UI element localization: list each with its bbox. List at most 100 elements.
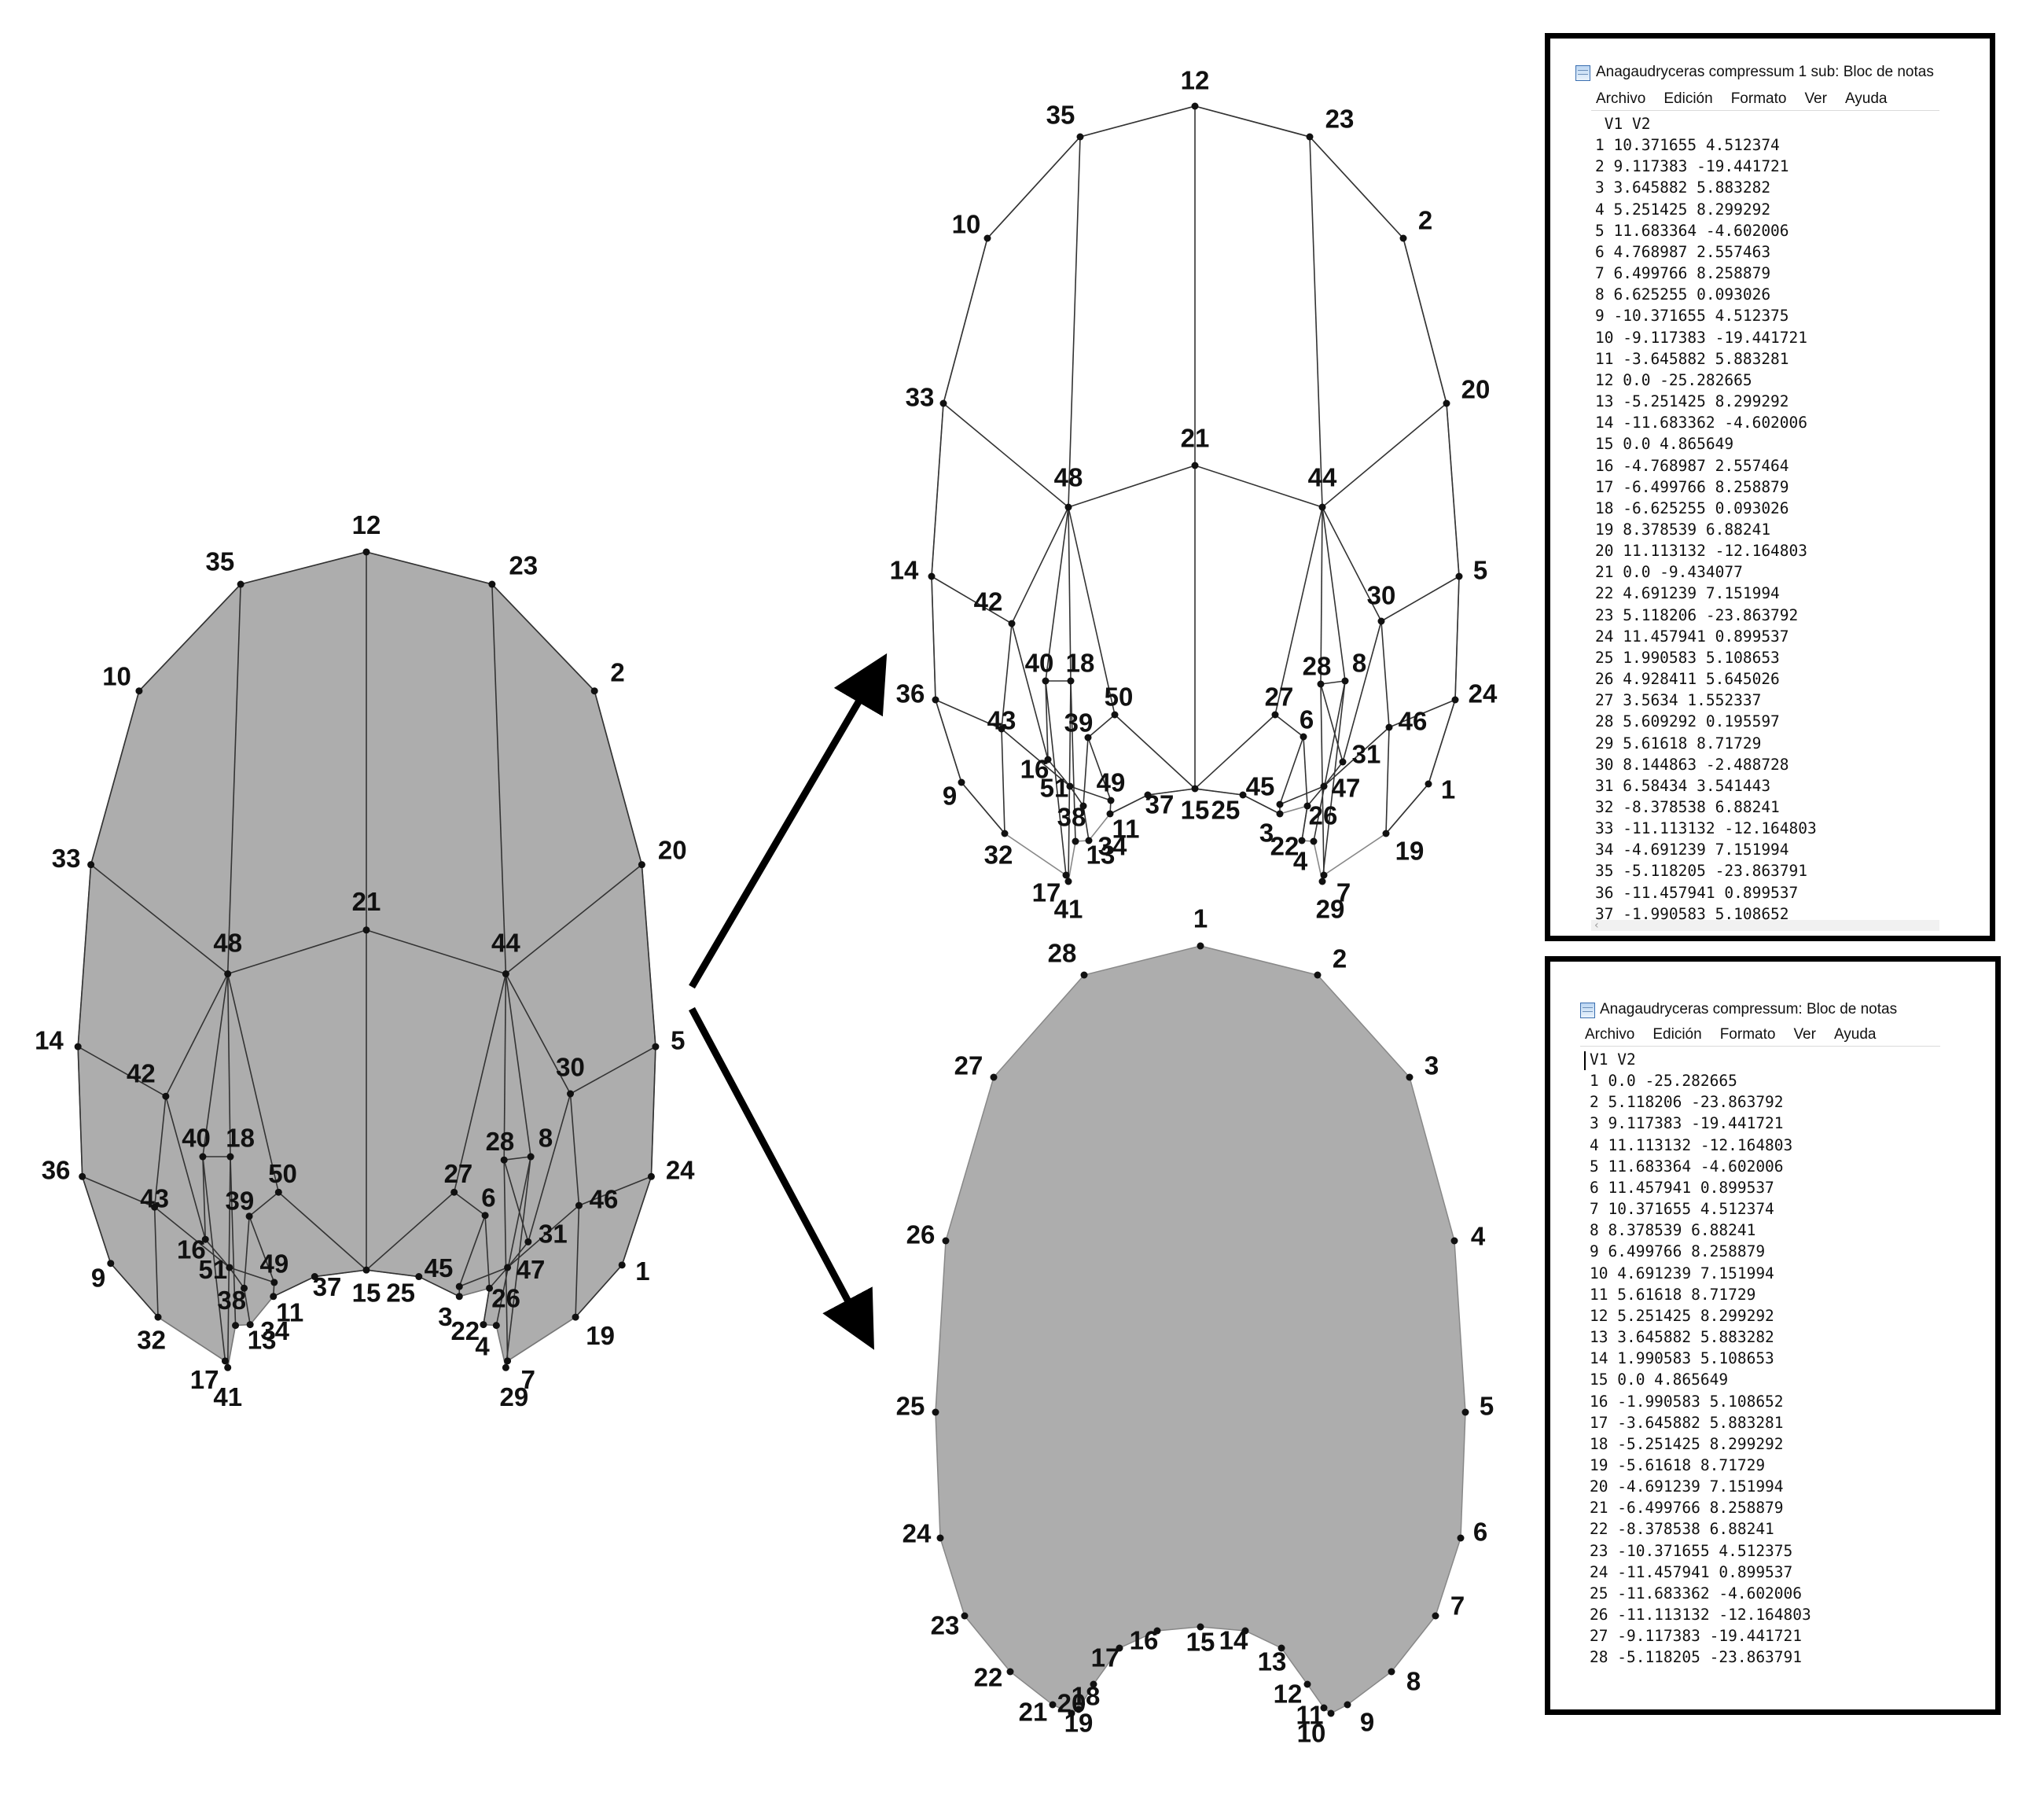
landmark-label: 5 <box>1480 1392 1494 1421</box>
data-line: 8 6.625255 0.093026 <box>1595 285 1771 304</box>
menu-archivo[interactable]: Archivo <box>1596 90 1646 107</box>
landmark-label: 22 <box>974 1663 1003 1692</box>
data-line: 7 6.499766 8.258879 <box>1595 264 1771 283</box>
mesh-edge <box>1313 680 1346 842</box>
landmark-point <box>1241 1627 1249 1635</box>
landmark-point <box>958 778 965 786</box>
landmark-label: 16 <box>1130 1626 1159 1655</box>
data-line: 33 -11.113132 -12.164803 <box>1595 819 1817 838</box>
landmark-label: 34 <box>1098 832 1127 861</box>
landmark-point <box>311 1273 318 1281</box>
horizontal-scrollbar[interactable]: ‹ <box>1591 920 1939 931</box>
mesh-edge <box>366 1191 455 1271</box>
data-line: 14 -11.683362 -4.602006 <box>1595 414 1808 432</box>
data-line: 26 4.928411 5.645026 <box>1595 670 1780 689</box>
mesh-edge <box>226 973 231 1157</box>
menu-ver[interactable]: Ver <box>1793 1026 1816 1043</box>
mesh-edge <box>204 1238 230 1268</box>
landmark-point <box>1068 1709 1075 1717</box>
landmark-label: 9 <box>1360 1708 1374 1737</box>
landmark-label: 1 <box>1193 904 1208 933</box>
landmark-label: 15 <box>1181 796 1210 825</box>
mesh-edge <box>491 583 595 692</box>
menu-formato[interactable]: Formato <box>1730 90 1787 107</box>
data-line: 12 0.0 -25.282665 <box>1595 370 1752 389</box>
landmark-point <box>1344 1701 1351 1709</box>
landmark-point <box>1341 677 1349 685</box>
landmark-point <box>1239 791 1247 799</box>
mesh-edge <box>90 864 229 975</box>
menu-ayuda[interactable]: Ayuda <box>1844 90 1888 107</box>
mesh-edge <box>1323 761 1344 787</box>
mesh-edge <box>77 1046 167 1097</box>
landmark-point <box>481 1212 489 1220</box>
landmark-point <box>455 1282 463 1290</box>
data-line: 24 11.457941 0.899537 <box>1595 627 1789 646</box>
mesh-edge <box>1001 623 1013 730</box>
landmark-label: 13 <box>1258 1647 1287 1676</box>
landmark-point <box>1303 802 1311 810</box>
landmark-label: 29 <box>1316 895 1345 924</box>
landmark-label: 31 <box>539 1220 568 1249</box>
landmark-label: 18 <box>1072 1682 1101 1711</box>
landmark-label: 35 <box>1046 101 1075 130</box>
mesh-edge <box>1322 506 1346 682</box>
landmark-label: 9 <box>943 782 957 811</box>
landmark-point <box>1042 677 1050 685</box>
landmark-label: 47 <box>517 1255 546 1284</box>
landmark-point <box>504 1357 512 1365</box>
landmark-point <box>226 1153 234 1161</box>
mesh-edge <box>229 1267 245 1289</box>
landmark-point <box>1432 1612 1439 1620</box>
landmark-label: 35 <box>206 546 235 576</box>
landmark-point <box>107 1260 115 1268</box>
mesh-edge <box>226 973 280 1193</box>
landmark-label: 19 <box>586 1321 615 1350</box>
landmark-label: 21 <box>352 887 381 916</box>
landmark-label: 40 <box>182 1124 211 1153</box>
landmark-point <box>524 1238 532 1246</box>
landmark-label: 28 <box>1303 652 1332 681</box>
mesh-edge <box>202 973 229 1157</box>
menu-edicion[interactable]: Edición <box>1664 90 1713 107</box>
menu-formato[interactable]: Formato <box>1719 1026 1776 1043</box>
menu-edicion[interactable]: Edición <box>1652 1026 1702 1043</box>
landmark-label: 39 <box>1064 708 1094 738</box>
mesh-edge <box>575 1264 623 1318</box>
landmark-label: 12 <box>352 510 381 539</box>
landmark-label: 3 <box>1259 819 1274 848</box>
mesh-edge <box>165 1096 207 1240</box>
landmark-label: 15 <box>352 1278 381 1307</box>
mesh-edge <box>1279 736 1304 805</box>
landmark-label: 38 <box>217 1286 246 1315</box>
mesh-edge <box>1454 576 1460 701</box>
landmark-point <box>1090 1680 1097 1688</box>
landmark-point <box>1457 1534 1465 1542</box>
mesh-edge <box>961 782 1005 834</box>
data-line: 10 -9.117383 -19.441721 <box>1595 328 1808 347</box>
landmark-point <box>154 1313 162 1321</box>
menu-ver[interactable]: Ver <box>1804 90 1827 107</box>
mesh-edge <box>1070 680 1076 842</box>
data-line: 28 -5.118205 -23.863791 <box>1590 1648 1803 1667</box>
landmark-label: 50 <box>1105 683 1134 712</box>
landmark-point <box>221 1357 229 1365</box>
mesh-edge <box>1320 683 1325 876</box>
landmark-point <box>79 1172 86 1180</box>
landmark-point <box>1298 837 1306 844</box>
landmark-point <box>232 1322 240 1330</box>
menu-archivo[interactable]: Archivo <box>1585 1026 1635 1043</box>
mesh-edge <box>77 1047 83 1177</box>
data-line: 35 -5.118205 -23.863791 <box>1595 862 1808 881</box>
landmark-label: 27 <box>954 1051 983 1080</box>
menu-ayuda[interactable]: Ayuda <box>1833 1026 1877 1043</box>
landmark-point <box>1377 617 1385 625</box>
landmark-point <box>939 399 947 407</box>
landmark-point <box>1197 1623 1204 1631</box>
mesh-edge <box>1320 683 1344 763</box>
landmark-label: 14 <box>35 1026 64 1055</box>
scroll-left-icon[interactable]: ‹ <box>1594 919 1599 932</box>
landmark-point <box>1191 102 1199 110</box>
